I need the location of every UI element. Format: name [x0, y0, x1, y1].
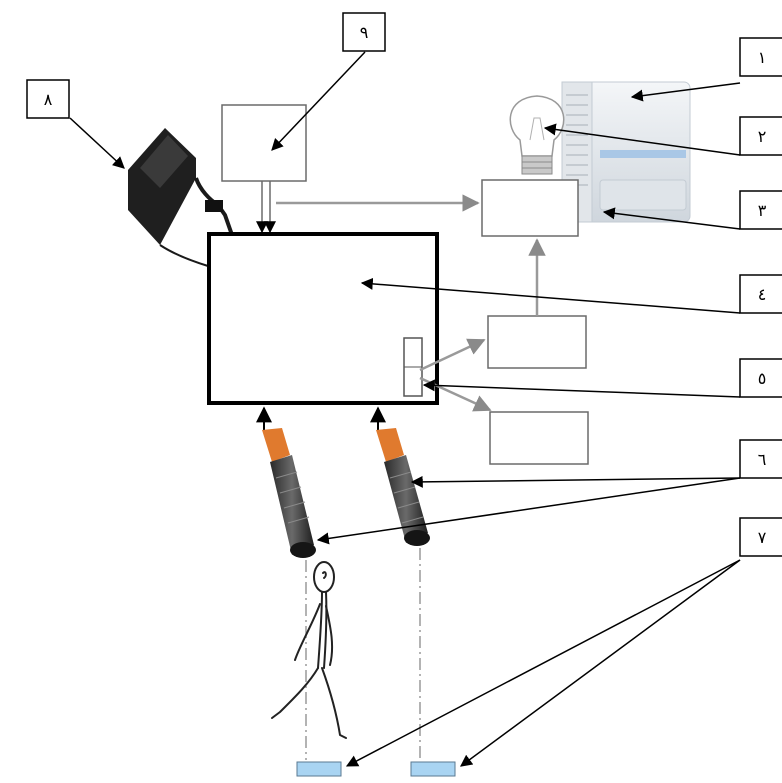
reflector-icon-right — [410, 761, 456, 777]
callout-2: ٢ — [739, 116, 782, 156]
callout-3-label: ٣ — [758, 201, 767, 220]
callout-8: ٨ — [26, 79, 70, 119]
callout-4: ٤ — [739, 274, 782, 314]
callout-7: ٧ — [739, 517, 782, 557]
reflector-icon-left — [296, 761, 342, 777]
light-bulb-icon — [509, 95, 565, 175]
callout-5-label: ٥ — [758, 369, 767, 388]
callout-7-label: ٧ — [758, 528, 767, 547]
callout-6: ٦ — [739, 439, 782, 479]
callout-9: ٩ — [342, 12, 386, 52]
proximity-sensor-icon-left — [262, 428, 316, 558]
callout-6-label: ٦ — [758, 450, 767, 469]
main-controller-box — [207, 232, 439, 405]
proximity-sensor-icon-right — [376, 428, 430, 546]
box-9 — [221, 104, 307, 182]
air-conditioner-icon — [561, 81, 691, 223]
power-adapter-icon — [128, 128, 234, 267]
walking-person-icon — [271, 561, 347, 739]
callout-3: ٣ — [739, 190, 782, 230]
output-box-2 — [489, 411, 589, 465]
callout-8-label: ٨ — [44, 90, 53, 109]
callout-1-label: ١ — [758, 48, 767, 67]
callout-9-label: ٩ — [360, 23, 369, 42]
output-box-1 — [487, 315, 587, 369]
callout-5: ٥ — [739, 358, 782, 398]
box-3 — [481, 179, 579, 237]
callout-4-label: ٤ — [758, 285, 767, 304]
callout-1: ١ — [739, 37, 782, 77]
callout-2-label: ٢ — [758, 127, 767, 146]
